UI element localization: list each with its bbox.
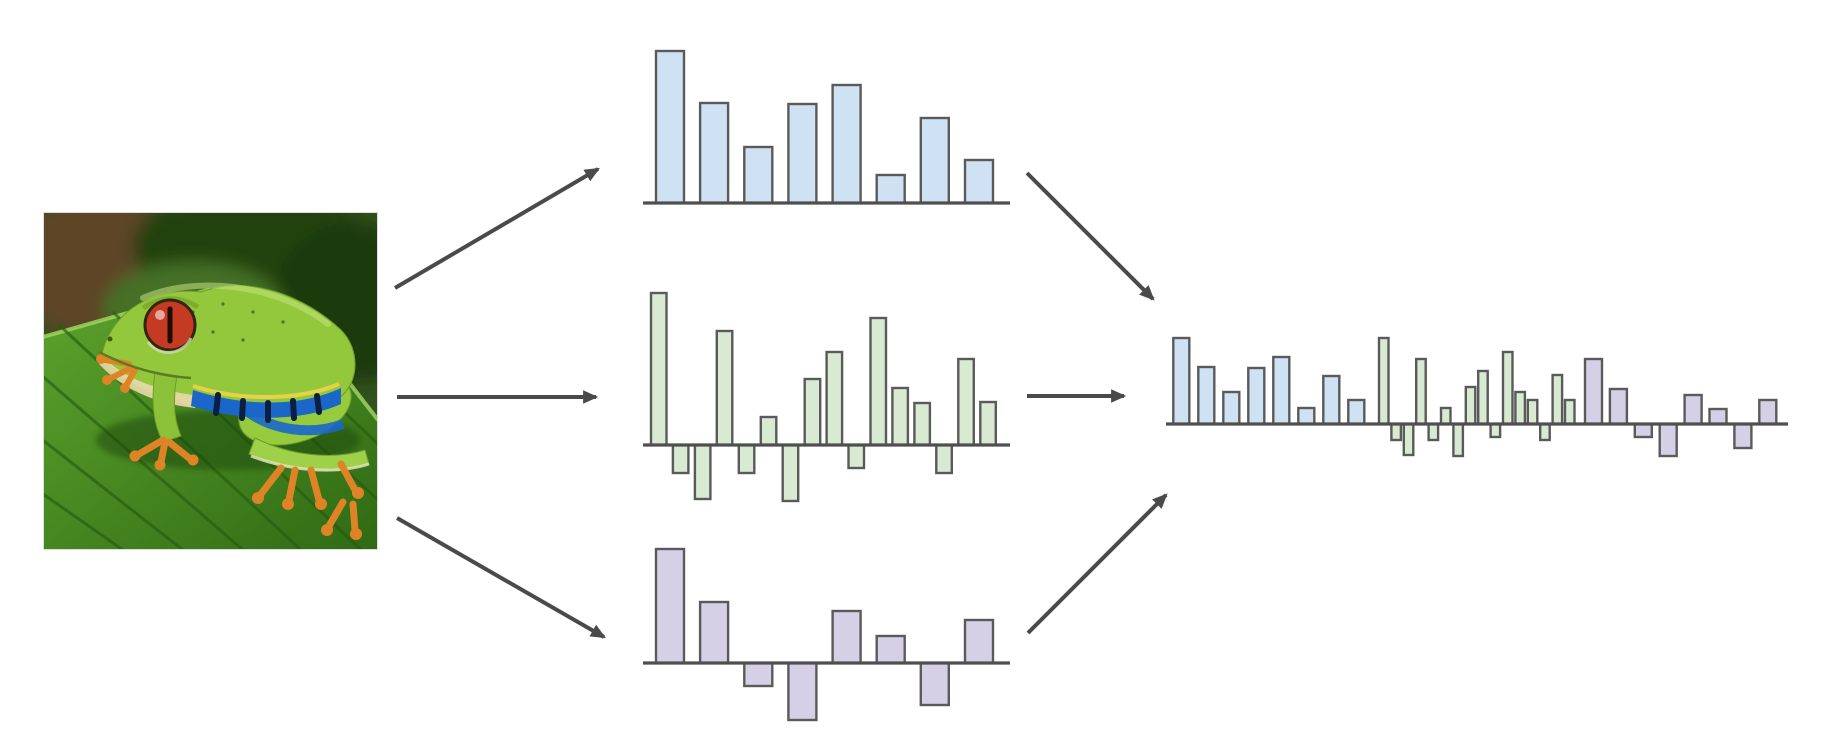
histogram-bar: [1551, 373, 1564, 426]
photo-content: [43, 212, 378, 550]
histogram-bar: [1683, 393, 1703, 426]
mouth-line: [98, 350, 192, 380]
arrow-image-to-blue: [393, 167, 600, 290]
histogram-bar: [1489, 422, 1502, 439]
frog-photo: [43, 212, 378, 550]
histogram-bar: [1390, 422, 1403, 442]
histogram-bar: [1452, 422, 1465, 458]
histogram-bar: [891, 386, 910, 447]
histogram-bar: [715, 329, 734, 447]
histogram-bar: [1427, 422, 1440, 442]
feature-histogram-green: [643, 291, 1010, 503]
yellow-stripe: [192, 382, 340, 400]
histogram-bar: [1563, 398, 1576, 426]
histogram-bar: [1539, 422, 1551, 442]
histogram-bar: [1297, 406, 1316, 426]
arrow-blue-to-concat: [1025, 171, 1155, 301]
histogram-bar: [1526, 398, 1539, 426]
histogram-bar: [979, 400, 997, 447]
histogram-bar: [743, 145, 774, 205]
histogram-bar: [957, 357, 975, 447]
histogram-bar: [1583, 357, 1604, 426]
histogram-bar: [831, 83, 862, 205]
flank-stripes: [213, 392, 322, 423]
histogram-bar: [1633, 422, 1653, 439]
histogram-bar: [1172, 336, 1191, 426]
histogram-bar: [787, 102, 818, 205]
histogram-bar: [919, 661, 950, 707]
histogram-bar: [1222, 390, 1241, 426]
photo-border: [43, 212, 378, 550]
histogram-bar: [1708, 407, 1728, 426]
histogram-bar: [698, 600, 730, 665]
eye-highlight: [155, 310, 165, 320]
histogram-bar: [1608, 387, 1629, 426]
histogram-bar: [693, 443, 712, 501]
hind-toes: [257, 460, 359, 534]
histogram-bar: [1322, 374, 1341, 426]
histogram-bar: [963, 158, 995, 205]
concatenated-feature-histogram: [1166, 336, 1788, 458]
feature-histogram-blue: [643, 49, 1010, 205]
histogram-bar: [1514, 390, 1527, 426]
histogram-bar: [1464, 385, 1477, 426]
histogram-bar: [654, 547, 686, 665]
arrow-purple-to-concat: [1026, 493, 1168, 635]
histogram-bar: [1197, 365, 1216, 426]
histogram-bar: [654, 49, 686, 205]
histogram-bar: [875, 634, 906, 665]
histogram-bar: [1758, 398, 1778, 426]
histogram-bar: [1247, 366, 1266, 426]
histogram-bar: [869, 316, 888, 447]
histogram-bar: [825, 350, 844, 447]
skin-speckles: [191, 302, 285, 342]
histogram-bar: [1402, 422, 1415, 457]
histogram-bar: [831, 609, 862, 665]
histogram-bar: [671, 443, 690, 475]
histogram-bar: [1439, 406, 1452, 426]
hind-toe-pads: [252, 487, 364, 540]
histogram-bar: [1658, 422, 1678, 458]
arrow-image-to-purple: [396, 516, 606, 639]
histogram-bar: [875, 173, 906, 205]
histogram-bar: [743, 661, 774, 688]
histogram-bar: [1733, 422, 1753, 450]
frog-body: [96, 282, 370, 540]
histogram-bar: [1414, 357, 1427, 426]
histogram-bar: [1377, 336, 1390, 426]
histogram-bar: [913, 401, 932, 447]
histogram-bar: [935, 443, 953, 475]
feature-histogram-purple: [643, 547, 1010, 722]
back-highlight: [140, 282, 331, 327]
front-toe-pads: [129, 450, 199, 471]
histogram-bar: [781, 443, 800, 503]
histogram-bar: [803, 377, 822, 447]
histogram-bar: [1272, 355, 1291, 426]
histogram-bar: [698, 101, 730, 205]
histogram-bar: [737, 443, 756, 475]
histogram-bar: [1347, 398, 1366, 426]
histogram-bar: [759, 415, 778, 447]
front-toes: [135, 436, 193, 466]
histogram-bar: [787, 661, 818, 722]
front-arm: [152, 371, 182, 443]
histogram-bar: [847, 443, 866, 470]
histogram-bar: [649, 291, 668, 447]
histogram-bar: [1477, 369, 1489, 426]
far-front-toe-pads: [96, 354, 130, 393]
nostril: [107, 336, 113, 342]
belly: [99, 354, 201, 408]
histogram-bar: [963, 618, 995, 665]
histogram-bar: [1501, 350, 1514, 426]
histogram-bar: [919, 116, 950, 205]
